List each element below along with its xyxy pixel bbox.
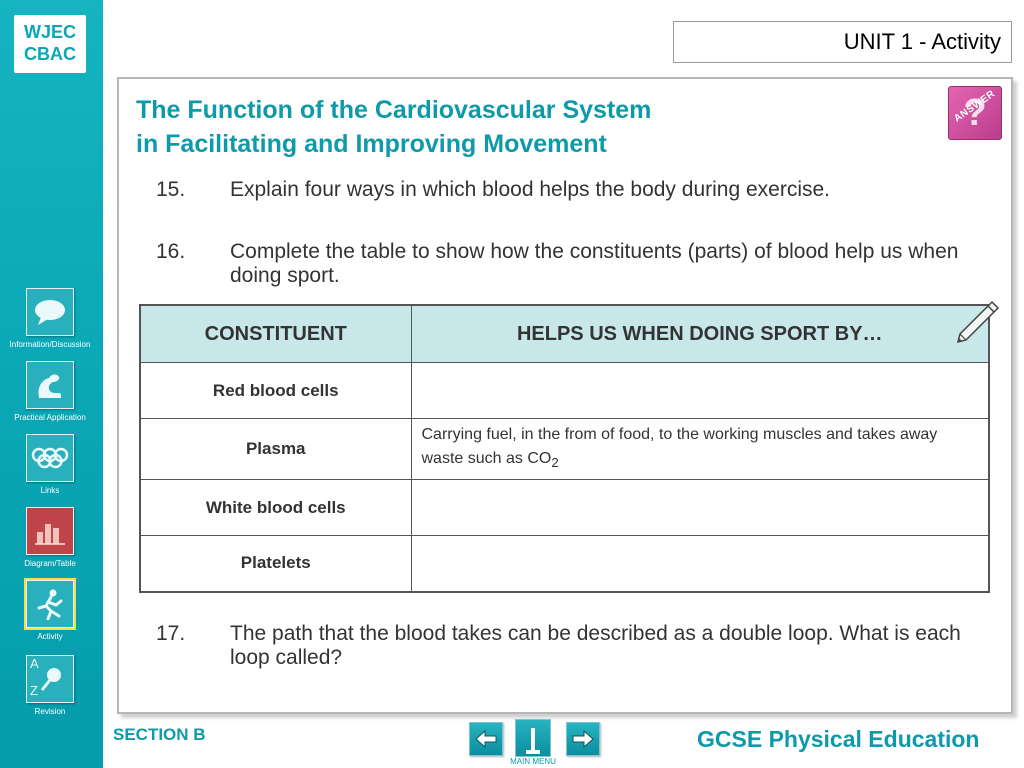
runner-icon (24, 578, 76, 630)
sidebar-item-information[interactable]: Information/Discussion (4, 288, 96, 349)
main-menu-label: MAIN MENU (510, 757, 556, 766)
unit-title: UNIT 1 - Activity (673, 21, 1012, 63)
question-number: 15. (156, 178, 186, 201)
arrow-right-icon (572, 729, 594, 749)
helps-cell[interactable] (410, 362, 990, 419)
sidebar-item-label: Links (40, 486, 60, 495)
speech-bubble-icon (26, 288, 74, 336)
sidebar-item-label: Activity (37, 632, 63, 641)
table-row: Plasma Carrying fuel, in the from of foo… (139, 417, 990, 481)
revision-letter-a: A (30, 656, 39, 671)
sidebar-item-label: Information/Discussion (9, 340, 91, 349)
helps-cell[interactable] (410, 535, 990, 593)
question-text: The path that the blood takes can be des… (230, 622, 961, 669)
sidebar-item-diagram[interactable]: Diagram/Table (4, 507, 96, 568)
sidebar-item-practical[interactable]: Practical Application (4, 361, 96, 422)
forward-button[interactable] (566, 722, 600, 756)
section-label: SECTION B (113, 725, 206, 744)
question-text: Complete the table to show how the const… (230, 240, 959, 287)
table-row: Platelets (139, 535, 990, 593)
pencil-icon[interactable] (952, 298, 1000, 346)
helps-subscript: 2 (551, 455, 559, 471)
menu-figure-icon (526, 728, 540, 754)
wjec-logo: WJEC CBAC (14, 15, 86, 73)
question-number: 17. (156, 622, 186, 645)
bar-chart-icon (26, 507, 74, 555)
sidebar-item-links[interactable]: Links (4, 434, 96, 495)
constituent-cell: Red blood cells (139, 362, 412, 419)
olympic-rings-icon (26, 434, 74, 482)
sidebar-item-label: Revision (34, 707, 66, 716)
flexed-arm-icon (26, 361, 74, 409)
arrow-left-icon (475, 729, 497, 749)
column-header: CONSTITUENT (139, 304, 412, 363)
constituents-table: CONSTITUENT HELPS US WHEN DOING SPORT BY… (139, 304, 990, 593)
helps-text: Carrying fuel, in the from of food, to t… (421, 426, 938, 467)
column-header: HELPS US WHEN DOING SPORT BY… (410, 304, 990, 363)
table-header-row: CONSTITUENT HELPS US WHEN DOING SPORT BY… (139, 304, 990, 363)
main-menu-button[interactable] (515, 719, 551, 757)
table-row: White blood cells (139, 479, 990, 537)
constituent-cell: White blood cells (139, 479, 412, 537)
revision-letter-z: Z (30, 683, 38, 698)
sidebar-item-revision[interactable]: A Z Revision (4, 655, 96, 716)
title-line2: in Facilitating and Improving Movement (136, 130, 607, 158)
helps-cell[interactable] (410, 479, 990, 537)
title-line1: The Function of the Cardiovascular Syste… (136, 96, 652, 124)
table-row: Red blood cells (139, 362, 990, 419)
logo-line2: CBAC (24, 44, 76, 64)
sidebar: WJEC CBAC Information/Discussion Practic… (0, 0, 103, 768)
question-number: 16. (156, 240, 186, 263)
sidebar-item-label: Diagram/Table (24, 559, 76, 568)
logo-line1: WJEC (23, 22, 76, 42)
question-text: Explain four ways in which blood helps t… (230, 178, 831, 201)
magnifier-az-icon: A Z (26, 655, 74, 703)
subject-label: GCSE Physical Education (697, 726, 980, 752)
constituent-cell: Platelets (139, 535, 412, 593)
answer-button[interactable]: ? ANSWER (948, 86, 1002, 140)
sidebar-item-label: Practical Application (14, 413, 86, 422)
constituent-cell: Plasma (139, 417, 412, 481)
back-button[interactable] (469, 722, 503, 756)
page-title: The Function of the Cardiovascular Syste… (136, 93, 651, 161)
sidebar-item-activity[interactable]: Activity (4, 578, 96, 641)
question-mark-icon: ? (963, 91, 987, 134)
helps-cell[interactable]: Carrying fuel, in the from of food, to t… (410, 417, 990, 481)
